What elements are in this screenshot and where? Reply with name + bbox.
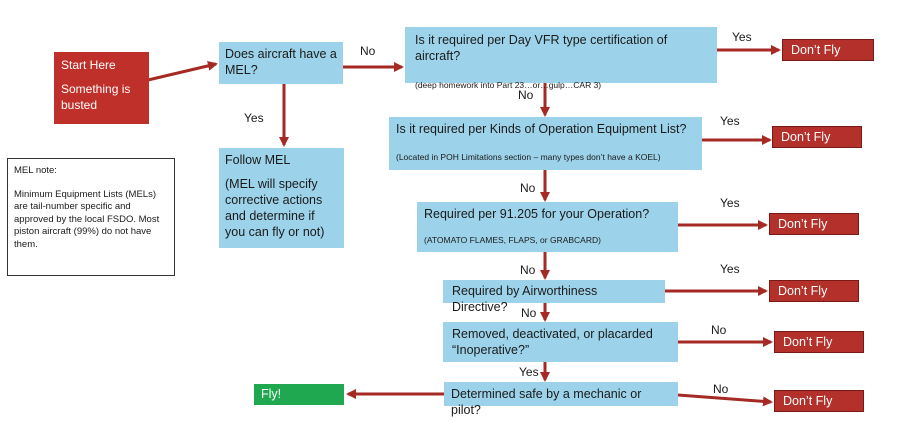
label-yes-q3: Yes — [720, 196, 740, 210]
dont-fly-label: Don’t Fly — [778, 217, 828, 231]
start-box: Start Here Something is busted — [54, 52, 149, 124]
dont-fly-label: Don’t Fly — [781, 130, 831, 144]
question-ad-box: Required by Airworthiness Directive? — [443, 280, 665, 314]
question-koel-box: Is it required per Kinds of Operation Eq… — [389, 117, 702, 170]
label-no-q6: No — [713, 382, 729, 396]
question-ad-text: Required by Airworthiness Directive? — [452, 284, 598, 314]
follow-mel-title: Follow MEL — [225, 153, 291, 167]
label-no-q1: No — [518, 88, 534, 102]
question-inoperative-text: Removed, deactivated, or placarded “Inop… — [452, 327, 653, 357]
question-91-205-note: (ATOMATO FLAMES, FLAPS, or GRABCARD) — [424, 235, 601, 245]
dont-fly-label: Don’t Fly — [783, 394, 833, 408]
label-yes-q4: Yes — [720, 262, 740, 276]
question-91-205-text: Required per 91.205 for your Operation? — [424, 207, 650, 221]
label-no-q2: No — [520, 181, 536, 195]
label-no-q3: No — [520, 263, 536, 277]
question-day-vfr-box: Is it required per Day VFR type certific… — [405, 27, 717, 90]
dont-fly-label: Don’t Fly — [791, 43, 841, 57]
question-inoperative-box: Removed, deactivated, or placarded “Inop… — [443, 322, 678, 362]
label-yes-q2: Yes — [720, 114, 740, 128]
question-safe-text: Determined safe by a mechanic or pilot? — [451, 387, 642, 417]
arrow-start-to-mel — [147, 60, 218, 82]
dont-fly-box-6: Don’t Fly — [774, 390, 864, 412]
question-koel-text: Is it required per Kinds of Operation Eq… — [396, 122, 687, 136]
mel-note-title: MEL note: — [14, 165, 57, 176]
fly-box: Fly! — [254, 384, 344, 405]
label-no-q4: No — [521, 306, 537, 320]
mel-note-box: MEL note: Minimum Equipment Lists (MELs)… — [7, 158, 175, 276]
dont-fly-box-1: Don’t Fly — [782, 39, 874, 61]
follow-mel-body: (MEL will specify corrective actions and… — [225, 177, 325, 239]
mel-question-text: Does aircraft have a MEL? — [225, 47, 337, 77]
question-day-vfr-text: Is it required per Day VFR type certific… — [415, 33, 668, 63]
dont-fly-label: Don’t Fly — [783, 335, 833, 349]
start-title: Start Here — [61, 58, 116, 72]
mel-note-body: Minimum Equipment Lists (MELs) are tail-… — [14, 188, 160, 250]
start-subtitle: Something is busted — [61, 82, 131, 112]
label-yes-mel: Yes — [244, 111, 264, 125]
mel-question-box: Does aircraft have a MEL? — [219, 42, 343, 84]
dont-fly-box-5: Don’t Fly — [774, 331, 864, 353]
label-no-mel: No — [360, 44, 376, 58]
fly-label: Fly! — [261, 387, 282, 401]
question-koel-note: (Located in POH Limitations section – ma… — [396, 152, 661, 162]
follow-mel-box: Follow MEL (MEL will specify corrective … — [219, 148, 344, 248]
dont-fly-box-3: Don’t Fly — [769, 213, 859, 235]
arrow-q6-no — [677, 393, 773, 407]
dont-fly-box-4: Don’t Fly — [769, 280, 859, 302]
question-day-vfr-note: (deep homework into Part 23…or…gulp…CAR … — [415, 80, 602, 90]
dont-fly-label: Don’t Fly — [778, 284, 828, 298]
dont-fly-box-2: Don’t Fly — [772, 126, 862, 148]
label-yes-q5: Yes — [519, 365, 539, 379]
label-no-q5: No — [711, 323, 727, 337]
question-safe-box: Determined safe by a mechanic or pilot? — [444, 382, 678, 417]
label-yes-q1: Yes — [732, 30, 752, 44]
question-91-205-box: Required per 91.205 for your Operation? … — [417, 202, 678, 252]
